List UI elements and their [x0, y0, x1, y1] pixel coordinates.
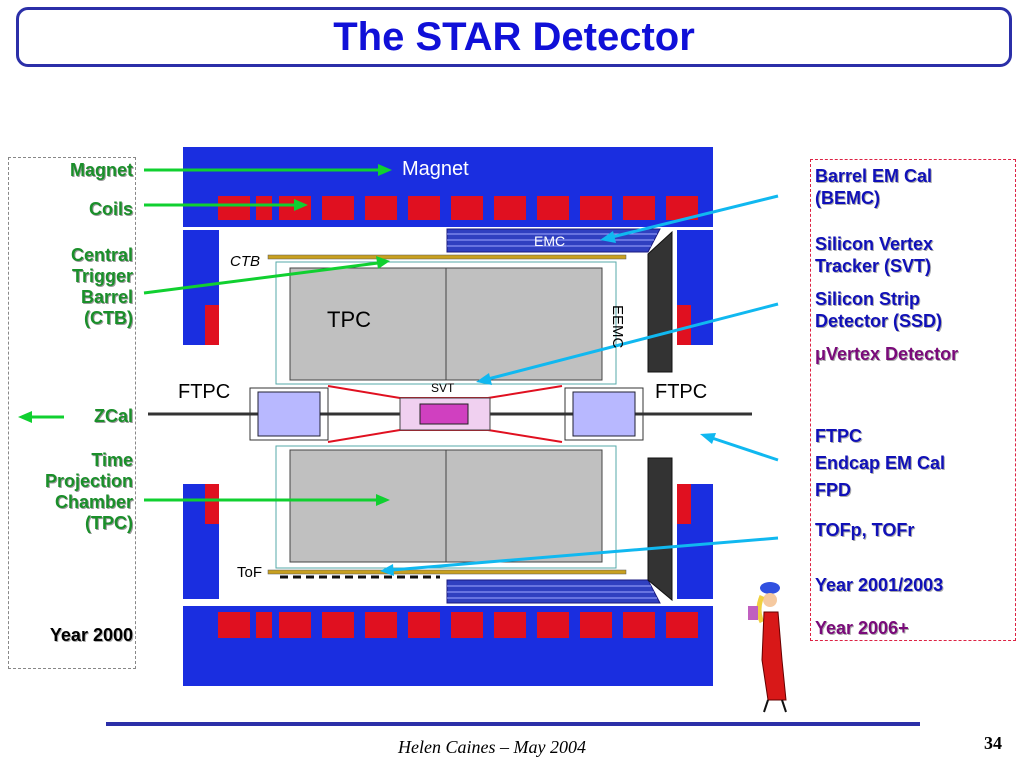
page-number: 34 [984, 733, 1002, 753]
diagram-label-emc: EMC [534, 233, 566, 249]
footer-author: Helen Caines – May 2004 [398, 737, 586, 757]
diagram-label-ftpc-right: FTPC [655, 381, 708, 403]
label-coils: Coils [88, 199, 133, 219]
emc-barrel [446, 228, 661, 604]
diagram-label-tpc: TPC [327, 307, 371, 332]
coils-top [218, 196, 698, 220]
cartoon-figure [748, 582, 787, 713]
ctb-bars [267, 254, 627, 575]
label-bemc: Barrel EM Cal (BEMC) [815, 166, 933, 208]
page-title: The STAR Detector [333, 14, 695, 59]
left-label-box [8, 157, 136, 669]
label-magnet: Magnet [70, 160, 133, 180]
label-tpc: Time Projection Chamber (TPC) [44, 450, 133, 533]
label-year-2006: Year 2006+ [815, 618, 909, 638]
diagram-label-eemc: EEMC [609, 305, 626, 349]
label-ftpc: FTPC [815, 426, 862, 446]
label-svt: Silicon Vertex Tracker (SVT) [815, 234, 934, 276]
green-arrows [18, 164, 392, 506]
label-ctb: Central Trigger Barrel (CTB) [70, 245, 133, 328]
footer-divider [106, 722, 920, 726]
diagram-label-magnet: Magnet [402, 158, 469, 180]
label-year-2001: Year 2001/2003 [815, 575, 944, 595]
title-box: The STAR Detector [16, 7, 1012, 67]
eemc [647, 230, 673, 602]
label-zcal: ZCal [93, 406, 133, 426]
cyan-arrows [380, 194, 779, 576]
diagram-label-tof: ToF [237, 564, 263, 581]
label-fpd: FPD [815, 480, 851, 500]
label-eemc: Endcap EM Cal [815, 453, 946, 473]
diagram-label-svt: SVT [431, 381, 455, 395]
label-tof: TOFp, TOFr [815, 520, 915, 540]
diagram-label-ftpc-left: FTPC [178, 381, 231, 403]
right-label-box [810, 159, 1016, 641]
ftpc-and-beampipe [148, 385, 752, 443]
tpc [275, 261, 617, 569]
label-uvertex: μVertex Detector [815, 344, 959, 364]
coils-bottom [218, 612, 698, 638]
label-year-2000: Year 2000 [49, 625, 133, 645]
diagram-label-ctb: CTB [230, 253, 260, 270]
label-ssd: Silicon Strip Detector (SSD) [815, 289, 943, 331]
